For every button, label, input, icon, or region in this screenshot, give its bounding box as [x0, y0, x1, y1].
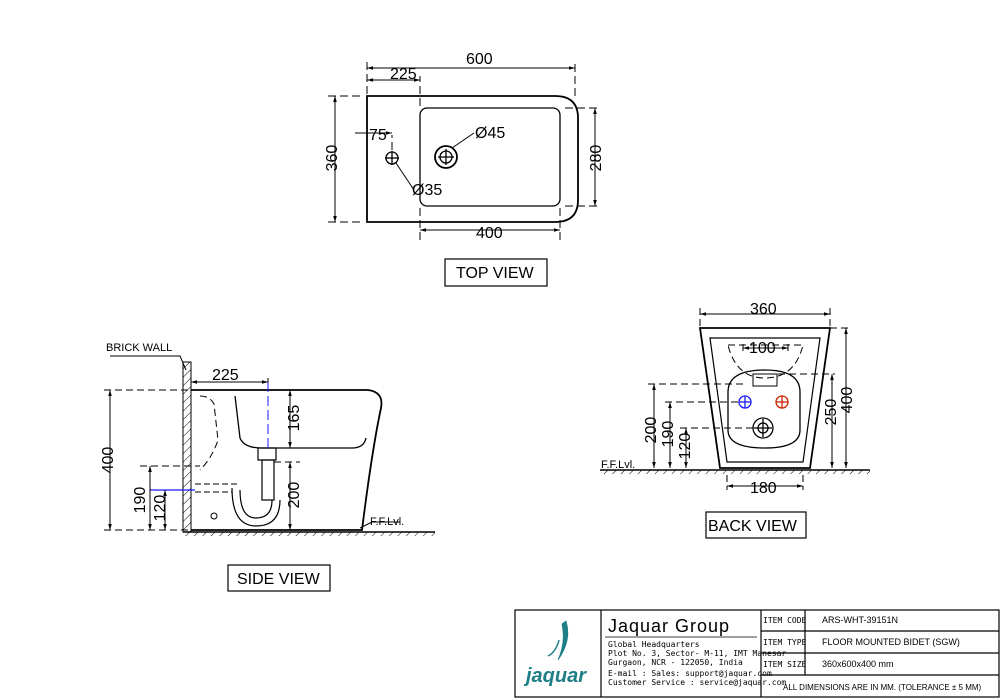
back-view-caption: BACK VIEW: [708, 518, 798, 535]
back-200-label: 200: [643, 417, 660, 444]
waste-outlet: [434, 145, 458, 169]
floor-fixing-hole: [210, 512, 218, 520]
back-base-label: 180: [750, 480, 777, 497]
top-offset-label: 225: [390, 66, 417, 83]
side-view-labels: BRICK WALL 225 400 165 200 190 120 F.F.L…: [100, 342, 404, 592]
bidet-side-profile: [191, 389, 383, 531]
hq-label: Global Headquarters: [608, 640, 700, 649]
back-190-label: 190: [660, 421, 677, 448]
address-line-1: Plot No. 3, Sector- M-11, IMT Manesar: [608, 649, 786, 658]
back-floor-label: F.F.Lvl.: [601, 459, 635, 471]
bowl-depth-label: 280: [588, 145, 605, 172]
top-view-bowl: [419, 107, 561, 207]
brick-wall: [182, 361, 192, 533]
back-view-labels: 360 100 200 190 120 250 400 180 F.F.Lvl.…: [601, 301, 856, 539]
top-view-outline: [366, 95, 579, 223]
bowl-width-label: 400: [476, 225, 503, 242]
side-inlet-190-label: 190: [132, 487, 149, 514]
side-pipe-height-label: 200: [286, 482, 303, 509]
side-inlet-120-label: 120: [152, 495, 169, 522]
top-width-label: 600: [466, 51, 493, 68]
back-gap-label: 100: [749, 340, 776, 357]
back-120-label: 120: [677, 433, 694, 460]
back-view-outline: [698, 327, 832, 469]
side-drop-label: 165: [286, 405, 303, 432]
side-view: [104, 355, 435, 536]
item-type-value: FLOOR MOUNTED BIDET (SGW): [822, 637, 960, 647]
customer-service: Customer Service : service@jaquar.com: [608, 678, 786, 687]
top-view: [328, 60, 600, 240]
waste-dia-label: Ø45: [475, 125, 505, 142]
item-code-value: ARS-WHT-39151N: [822, 615, 898, 625]
side-view-caption-box: [227, 564, 331, 592]
top-view-labels: 600 225 360 75 Ø45 Ø35 280 400 TOP VIEW: [324, 51, 605, 287]
brick-wall-label: BRICK WALL: [106, 342, 172, 354]
item-size-value: 360x600x400 mm: [822, 659, 894, 669]
back-view: [600, 306, 870, 490]
side-offset-label: 225: [212, 367, 239, 384]
address-line-2: Gurgaon, NCR - 122050, India: [608, 658, 743, 667]
back-width-label: 360: [750, 301, 777, 318]
top-view-caption: TOP VIEW: [456, 265, 535, 282]
jaquar-logo-mark: [557, 620, 569, 661]
item-type-label: ITEM TYPE: [763, 638, 807, 647]
logo-text: jaquar: [523, 665, 587, 687]
side-floor-label: F.F.Lvl.: [370, 516, 404, 528]
side-height-label: 400: [100, 447, 117, 474]
top-depth-label: 360: [324, 145, 341, 172]
title-block-text: jaquar Jaquar Group Global Headquarters …: [523, 615, 982, 692]
waste-trap: [257, 447, 277, 461]
top-view-caption-box: [444, 258, 548, 287]
side-view-caption: SIDE VIEW: [237, 571, 321, 588]
sales-email: E-mail : Sales: support@jaquar.com: [608, 669, 772, 678]
item-code-label: ITEM CODE: [763, 616, 807, 625]
tap-offset-label: 75: [369, 127, 387, 144]
company-name: Jaquar Group: [608, 616, 730, 636]
tap-dia-label: Ø35: [412, 182, 442, 199]
item-size-label: ITEM SIZE: [763, 660, 807, 669]
back-view-caption-box: [705, 511, 807, 539]
dimensions-note: ALL DIMENSIONS ARE IN MM. (TOLERANCE ± 5…: [783, 683, 982, 692]
back-400-label: 400: [839, 387, 856, 414]
back-250-label: 250: [823, 399, 840, 426]
title-block: [514, 609, 1000, 698]
